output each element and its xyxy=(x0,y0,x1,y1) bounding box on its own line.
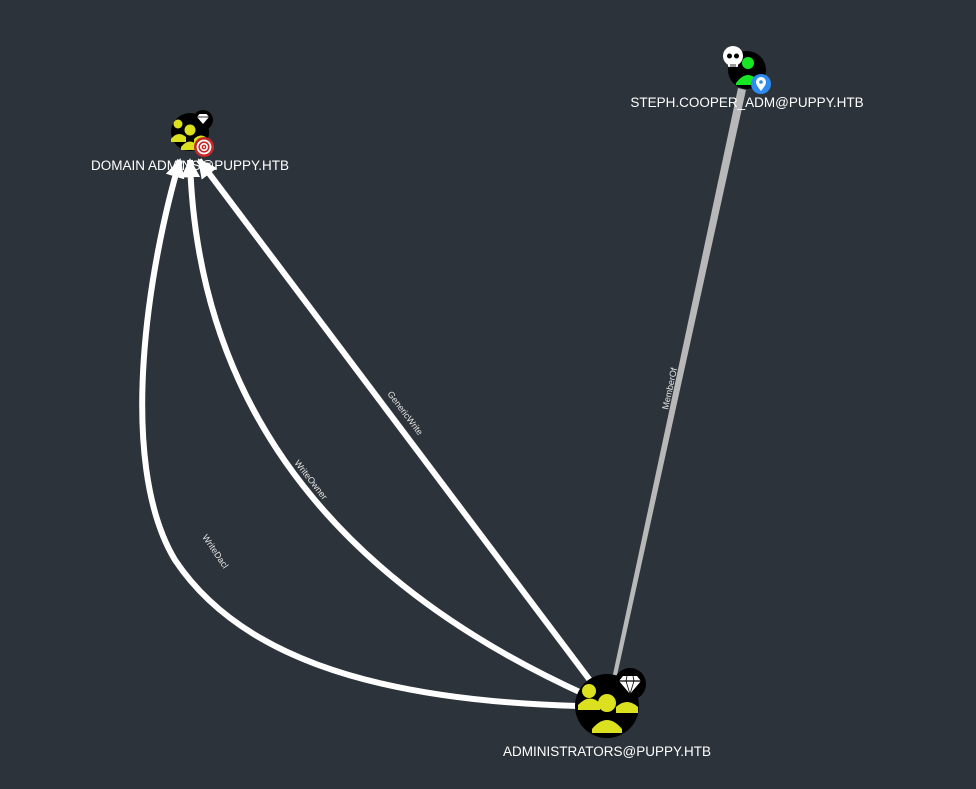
edge-writeowner-line[interactable] xyxy=(180,158,588,698)
edge-writedacl-label: WriteDacl xyxy=(200,533,230,571)
node-domain-admins[interactable]: DOMAIN ADMINS@PUPPY.HTB xyxy=(91,110,289,173)
diamond-icon xyxy=(193,110,213,130)
target-icon xyxy=(194,137,214,157)
edge-writeowner[interactable]: WriteOwner xyxy=(180,158,588,698)
edge-writedacl[interactable]: WriteDacl xyxy=(139,158,579,709)
edge-writedacl-line[interactable] xyxy=(139,158,579,709)
edge-memberof-line[interactable] xyxy=(612,88,746,680)
edge-memberof[interactable]: MemberOf xyxy=(612,88,746,680)
node-steph-cooper-adm[interactable]: STEPH.COOPER_ADM@PUPPY.HTB xyxy=(630,46,864,110)
node-domain-admins-label: DOMAIN ADMINS@PUPPY.HTB xyxy=(91,158,289,173)
edges: MemberOf GenericWrite WriteOwner WriteDa… xyxy=(139,88,746,709)
group-icon xyxy=(578,684,638,733)
skull-icon xyxy=(723,46,743,67)
node-administrators-label: ADMINISTRATORS@PUPPY.HTB xyxy=(503,744,711,759)
node-steph-cooper-adm-label: STEPH.COOPER_ADM@PUPPY.HTB xyxy=(630,95,863,110)
edge-genericwrite-line[interactable] xyxy=(196,158,595,685)
diamond-icon xyxy=(614,668,646,700)
node-administrators[interactable]: ADMINISTRATORS@PUPPY.HTB xyxy=(503,668,711,759)
location-pin-icon xyxy=(751,74,771,94)
